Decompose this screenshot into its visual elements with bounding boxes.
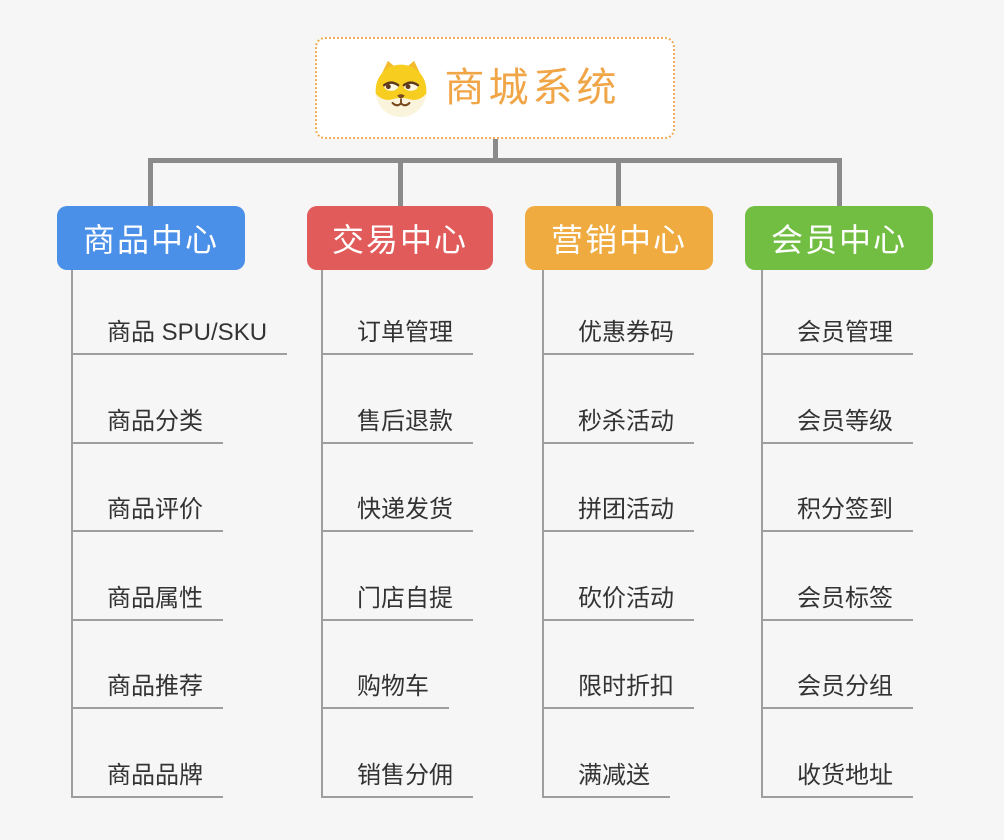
leaf-row: 门店自提 [323, 532, 473, 621]
leaf-row: 砍价活动 [544, 532, 694, 621]
leaf-node[interactable]: 售后退款 [323, 408, 473, 444]
connector-bus [148, 158, 842, 163]
leaf-row: 售后退款 [323, 355, 473, 444]
leaf-node[interactable]: 销售分佣 [323, 762, 473, 798]
leaf-row: 商品评价 [73, 444, 287, 532]
leaf-row: 商品 SPU/SKU [73, 270, 288, 355]
leaf-node[interactable]: 满减送 [544, 762, 670, 798]
leaf-node[interactable]: 秒杀活动 [544, 408, 694, 444]
leaf-node[interactable]: 优惠券码 [544, 319, 694, 355]
leaf-node[interactable]: 会员分组 [763, 673, 913, 709]
connector-drop-branch-3 [616, 158, 621, 207]
leaf-node[interactable]: 商品推荐 [73, 673, 223, 709]
leaf-row: 会员分组 [763, 621, 913, 709]
leaf-node[interactable]: 商品分类 [73, 408, 223, 444]
branch-2-items: 订单管理 售后退款 快递发货 门店自提 购物车 销售分佣 [321, 270, 473, 798]
leaf-row: 订单管理 [323, 270, 473, 355]
leaf-node[interactable]: 积分签到 [763, 496, 913, 532]
branch-node-product-center[interactable]: 商品中心 [57, 206, 245, 270]
branch-3-items: 优惠券码 秒杀活动 拼团活动 砍价活动 限时折扣 满减送 [542, 270, 694, 798]
branch-node-member-center[interactable]: 会员中心 [745, 206, 933, 270]
branch-node-marketing-center[interactable]: 营销中心 [525, 206, 713, 270]
leaf-row: 商品推荐 [73, 621, 287, 709]
leaf-row: 销售分佣 [323, 709, 473, 798]
connector-drop-branch-4 [837, 158, 842, 207]
leaf-row: 购物车 [323, 621, 473, 709]
leaf-row: 秒杀活动 [544, 355, 694, 444]
leaf-row: 快递发货 [323, 444, 473, 532]
leaf-row: 会员管理 [763, 270, 913, 355]
leaf-node[interactable]: 购物车 [323, 673, 449, 709]
leaf-node[interactable]: 订单管理 [323, 319, 473, 355]
leaf-row: 满减送 [544, 709, 694, 798]
leaf-node[interactable]: 门店自提 [323, 585, 473, 621]
leaf-row: 商品分类 [73, 355, 287, 444]
connector-drop-branch-1 [148, 158, 153, 207]
leaf-node[interactable]: 会员等级 [763, 408, 913, 444]
leaf-node[interactable]: 商品 SPU/SKU [73, 319, 288, 355]
leaf-node[interactable]: 商品评价 [73, 496, 223, 532]
leaf-row: 商品品牌 [73, 709, 287, 798]
leaf-node[interactable]: 商品属性 [73, 585, 223, 621]
branch-4-items: 会员管理 会员等级 积分签到 会员标签 会员分组 收货地址 [761, 270, 913, 798]
leaf-row: 优惠券码 [544, 270, 694, 355]
branch-node-trade-center[interactable]: 交易中心 [307, 206, 493, 270]
leaf-node[interactable]: 商品品牌 [73, 762, 223, 798]
root-node-mall-system[interactable]: 商城系统 [315, 37, 675, 139]
leaf-node[interactable]: 快递发货 [323, 496, 473, 532]
connector-root-drop [493, 139, 498, 160]
leaf-row: 会员等级 [763, 355, 913, 444]
leaf-node[interactable]: 砍价活动 [544, 585, 694, 621]
leaf-row: 限时折扣 [544, 621, 694, 709]
leaf-node[interactable]: 限时折扣 [544, 673, 694, 709]
leaf-row: 会员标签 [763, 532, 913, 621]
leaf-node[interactable]: 拼团活动 [544, 496, 694, 532]
connector-drop-branch-2 [398, 158, 403, 207]
shiba-dog-icon [375, 60, 426, 118]
leaf-row: 拼团活动 [544, 444, 694, 532]
leaf-node[interactable]: 会员管理 [763, 319, 913, 355]
branch-1-items: 商品 SPU/SKU 商品分类 商品评价 商品属性 商品推荐 商品品牌 [71, 270, 288, 798]
leaf-node[interactable]: 会员标签 [763, 585, 913, 621]
leaf-node[interactable]: 收货地址 [763, 762, 913, 798]
root-node-title: 商城系统 [444, 66, 621, 110]
leaf-row: 积分签到 [763, 444, 913, 532]
leaf-row: 商品属性 [73, 532, 287, 621]
leaf-row: 收货地址 [763, 709, 913, 798]
